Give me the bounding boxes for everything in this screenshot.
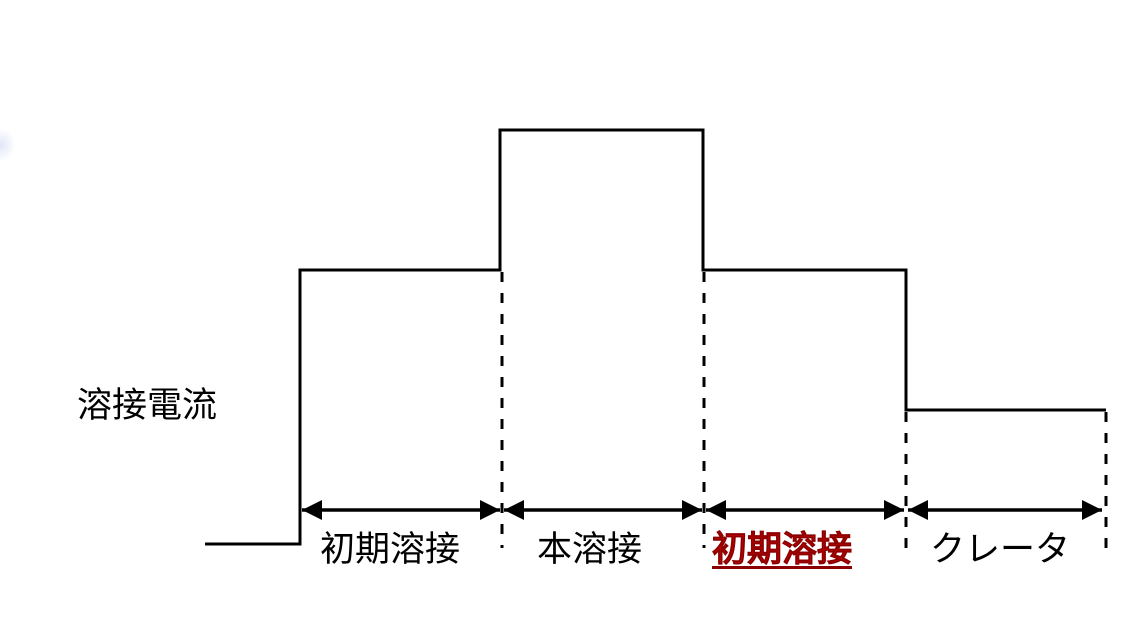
phase-label-crater: クレータ [930,530,1071,570]
current-waveform-line [205,128,1106,546]
decorative-blur [0,128,14,162]
phase-label-main-weld: 本溶接 [537,530,643,570]
phase-label-initial-weld-2-highlighted: 初期溶接 [712,530,853,570]
phase-label-initial-weld-1: 初期溶接 [320,530,461,570]
y-axis-label: 溶接電流 [77,386,218,426]
